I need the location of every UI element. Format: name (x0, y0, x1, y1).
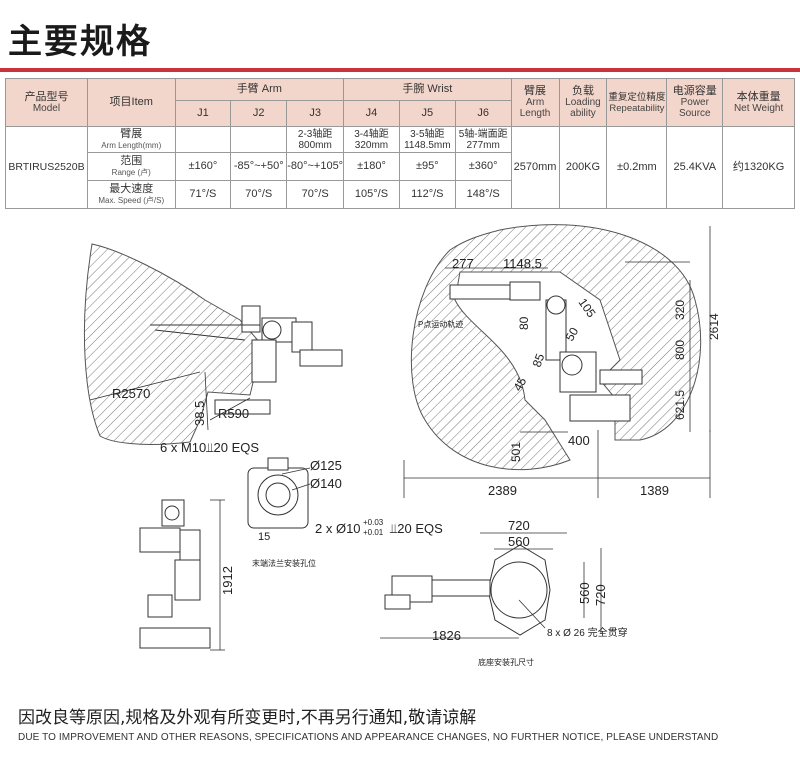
header-j6: J6 (454, 100, 512, 127)
header-arm-group: 手臂 Arm (174, 78, 345, 101)
range-j4: ±180° (343, 152, 400, 181)
dim-1826: 1826 (432, 628, 461, 643)
dim-2614: 2614 (707, 313, 721, 340)
dim-pin-tol-up: +0.03 (363, 518, 384, 527)
side-workspace-view: R2570 38.5 R590 (83, 243, 343, 445)
page-title: 主要规格 (8, 22, 152, 62)
dim-560-top: 560 (508, 534, 530, 549)
dim-d140: Ø140 (310, 476, 342, 491)
disclaimer-zh: 因改良等原因,规格及外观有所变更时,不再另行通知,敬请谅解 (18, 708, 477, 728)
top-workspace-view: 277 1148.5 105 80 320 800 2614 50 85 45 … (403, 224, 721, 498)
speed-j3: 70°/S (286, 180, 345, 209)
dim-720-top: 720 (508, 518, 530, 533)
dim-400: 400 (568, 433, 590, 448)
range-j3: -80°~+105° (286, 152, 345, 181)
range-j6: ±360° (454, 152, 512, 181)
dim-385: 38.5 (192, 401, 207, 426)
dim-6215: 621.5 (673, 390, 687, 420)
dim-800: 800 (673, 340, 687, 360)
arm-length-j2 (230, 126, 288, 153)
weight-value: 约1320KG (722, 126, 795, 209)
range-j2: -85°~+50° (230, 152, 288, 181)
speed-j1: 71°/S (174, 180, 232, 209)
speed-j2: 70°/S (230, 180, 288, 209)
dim-d125: Ø125 (310, 458, 342, 473)
repeatability-value: ±0.2mm (606, 126, 668, 209)
dim-holes: 8 x Ø 26 完全贯穿 (547, 626, 628, 639)
speed-j6: 148°/S (454, 180, 512, 209)
header-repeatability: 重复定位精度 Repeatability (606, 78, 668, 127)
dim-pin: 2 x Ø10 (315, 521, 361, 536)
base-note: 底座安装孔尺寸 (478, 657, 534, 667)
dim-angle-15: 15 (258, 531, 270, 543)
trajectory-note: P点运动轨迹 (418, 319, 463, 329)
header-load: 负载 Loading ability (558, 78, 608, 127)
header-j1: J1 (174, 100, 232, 127)
dim-1389: 1389 (640, 483, 669, 498)
base-mounting-view: 720 560 560 720 1826 8 x Ø 26 完全贯穿 底座安装孔… (380, 518, 628, 667)
title-divider (0, 68, 800, 72)
range-j1: ±160° (174, 152, 232, 181)
header-j5: J5 (398, 100, 456, 127)
header-item: 项目Item (86, 78, 176, 127)
dim-pin-tol-dn: +0.01 (363, 528, 384, 537)
dim-277: 277 (452, 256, 474, 271)
dim-501: 501 (509, 442, 523, 462)
model-value: BRTIRUS2520B (5, 126, 88, 209)
header-weight: 本体重量 Net Weight (722, 78, 795, 127)
dim-80: 80 (517, 316, 531, 330)
header-power: 电源容量 Power Source (666, 78, 724, 127)
arm-length-j1 (174, 126, 232, 153)
dim-560-side: 560 (577, 582, 592, 604)
flange-detail-view: 6 x M10⫫20 EQS Ø125 Ø140 2 x Ø10 +0.03 +… (160, 440, 443, 568)
header-j2: J2 (230, 100, 288, 127)
dim-r590: R590 (218, 406, 249, 421)
dim-pin-tail: ⫫20 EQS (390, 521, 443, 536)
header-j4: J4 (343, 100, 400, 127)
dim-50: 50 (562, 325, 581, 344)
range-j5: ±95° (398, 152, 456, 181)
dim-45: 45 (510, 375, 529, 394)
reach-value: 2570mm (510, 126, 560, 209)
dim-2389: 2389 (488, 483, 517, 498)
dim-1912: 1912 (220, 566, 235, 595)
dim-1148: 1148.5 (503, 256, 542, 271)
dim-r2570: R2570 (112, 386, 150, 401)
flange-note: 末端法兰安装孔位 (252, 558, 316, 568)
speed-j5: 112°/S (398, 180, 456, 209)
disclaimer-en: DUE TO IMPROVEMENT AND OTHER REASONS, SP… (18, 732, 719, 743)
power-value: 25.4KVA (666, 126, 724, 209)
front-elevation-view: 1912 (139, 499, 235, 651)
dim-85: 85 (530, 351, 548, 369)
dim-105: 105 (576, 296, 599, 321)
speed-j4: 105°/S (343, 180, 400, 209)
load-value: 200KG (558, 126, 608, 209)
header-j3: J3 (286, 100, 345, 127)
header-wrist-group: 手腕 Wrist (343, 78, 512, 101)
dim-mount-holes: 6 x M10⫫20 EQS (160, 440, 259, 455)
dimension-drawings: R2570 38.5 R590 6 x M10⫫20 EQS Ø125 Ø140… (83, 224, 721, 667)
dim-720-side: 720 (593, 584, 608, 606)
header-reach: 臂展 Arm Length (510, 78, 560, 127)
dim-320: 320 (673, 300, 687, 320)
